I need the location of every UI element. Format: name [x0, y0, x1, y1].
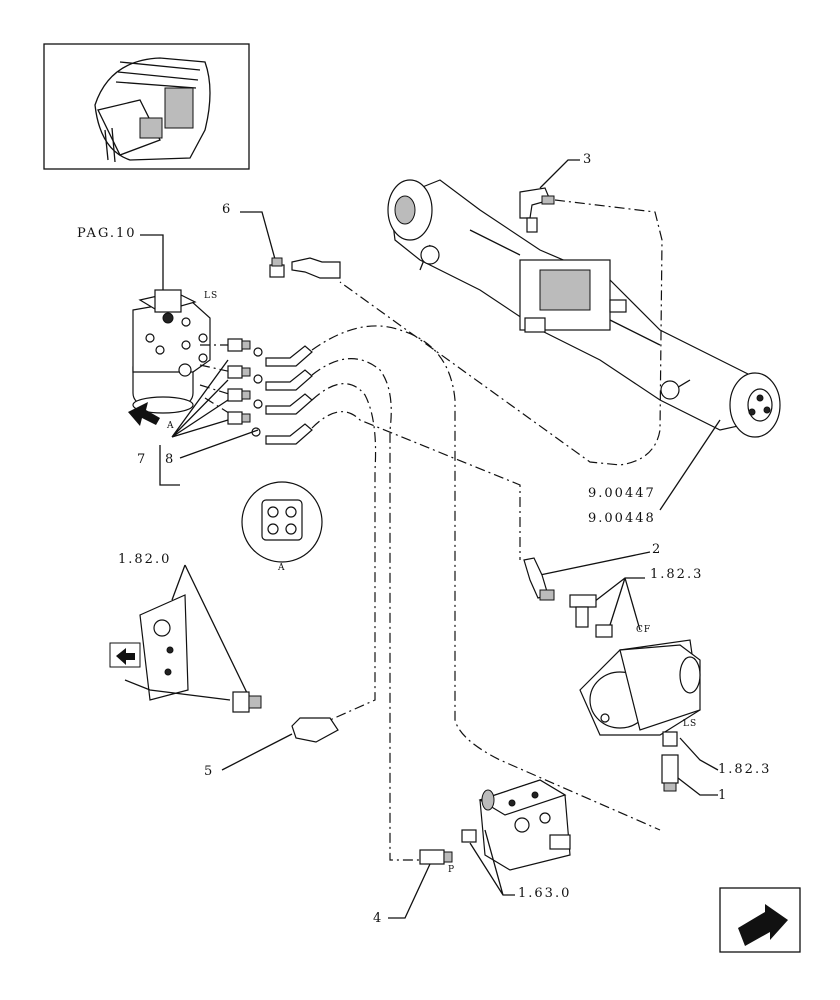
callout-p: P	[448, 865, 455, 875]
mounting-bracket	[124, 594, 231, 701]
callout-6: 6	[222, 202, 232, 217]
view-direction-arrow-icon	[128, 402, 160, 426]
hydraulic-pump	[579, 639, 701, 736]
callout-1-82-3-right: 1.82.3	[718, 762, 771, 777]
next-page-arrow-icon[interactable]	[719, 887, 801, 953]
callout-cf: CF	[636, 625, 651, 635]
callout-1-63-0: 1.63.0	[518, 886, 571, 901]
fitting-1	[661, 731, 679, 792]
elbow-3	[519, 187, 555, 233]
callout-9-00448: 9.00448	[588, 511, 656, 526]
callout-2: 2	[652, 542, 662, 557]
callout-5: 5	[204, 764, 214, 779]
callout-3: 3	[583, 152, 593, 167]
callout-ls-steering: LS	[204, 291, 218, 301]
callout-4: 4	[373, 911, 383, 926]
tractor-cab-thumbnail	[43, 43, 250, 170]
callout-8: 8	[165, 452, 175, 467]
front-axle	[387, 179, 781, 438]
callout-1-82-0: 1.82.0	[118, 552, 171, 567]
callout-1: 1	[718, 788, 728, 803]
elbow-2	[523, 557, 555, 601]
callout-pag10: PAG.10	[77, 226, 137, 241]
steering-unit	[132, 289, 211, 414]
fitting-6	[269, 257, 285, 278]
fitting-4	[419, 849, 453, 865]
callout-1-82-3-top: 1.82.3	[650, 567, 703, 582]
detail-a-port-view	[241, 481, 323, 563]
callout-a-view: A	[166, 421, 175, 431]
hose-elbows	[265, 345, 313, 445]
callout-a-detail: A	[277, 563, 286, 573]
adapter-fittings	[227, 338, 263, 437]
elbow-5	[291, 717, 339, 743]
callout-9-00447: 9.00447	[588, 486, 656, 501]
callout-7: 7	[137, 452, 147, 467]
valve-block	[478, 779, 571, 871]
bulkhead-fitting	[232, 691, 262, 713]
back-page-arrow-icon[interactable]	[109, 642, 141, 668]
tee-fitting	[569, 594, 613, 638]
callout-ls-pump: LS	[683, 719, 697, 729]
valve-fitting	[461, 829, 477, 843]
